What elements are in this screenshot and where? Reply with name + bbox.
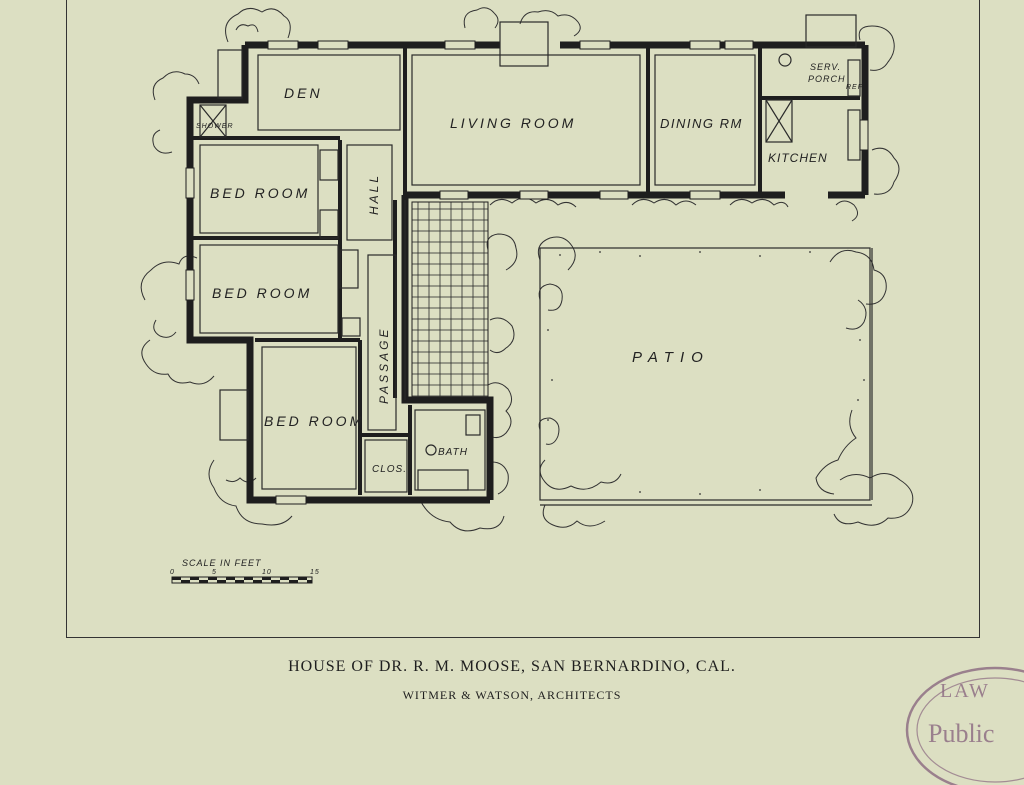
scale-tick-0: 0 <box>170 569 175 576</box>
label-passage: PASSAGE <box>377 327 391 404</box>
interior-walls <box>190 45 860 495</box>
label-patio: PATIO <box>632 349 710 366</box>
stamp-line2: Public <box>928 719 994 748</box>
scale-tick-5: 5 <box>212 569 217 576</box>
plan-caption-title: HOUSE OF DR. R. M. MOOSE, SAN BERNARDINO… <box>288 658 736 675</box>
label-dining-room: DINING RM <box>660 116 743 131</box>
label-ref: REF <box>846 84 863 91</box>
drawing-frame <box>66 0 980 638</box>
label-clos: CLOS. <box>372 464 407 475</box>
room-labels: DEN LIVING ROOM DINING RM KITCHEN SERV. … <box>196 62 863 475</box>
plan-caption-architects: WITMER & WATSON, ARCHITECTS <box>402 688 622 702</box>
label-bed-room-2: BED ROOM <box>212 285 312 301</box>
floor-plan: DEN LIVING ROOM DINING RM KITCHEN SERV. … <box>140 7 914 584</box>
label-porch: PORCH <box>808 74 846 84</box>
exterior-walls <box>186 41 869 504</box>
library-stamp: LAW Public <box>905 666 1024 785</box>
windows <box>185 40 869 505</box>
label-den: DEN <box>284 85 323 101</box>
label-hall: HALL <box>367 173 381 215</box>
scale-tick-15: 15 <box>310 569 320 576</box>
scale-bar: SCALE IN FEET 0 5 10 15 <box>170 558 320 584</box>
room-outlines <box>199 14 873 506</box>
label-shower: SHOWER <box>196 123 234 130</box>
scale-tick-10: 10 <box>262 569 272 576</box>
label-bath: BATH <box>438 447 468 458</box>
label-bed-room-3: BED ROOM <box>264 413 364 429</box>
label-kitchen: KITCHEN <box>768 151 828 165</box>
landscape-shrubs <box>140 7 914 532</box>
stamp-line1: LAW <box>940 680 990 702</box>
scale-label: SCALE IN FEET <box>182 558 262 568</box>
label-bed-room-1: BED ROOM <box>210 185 310 201</box>
label-serv: SERV. <box>810 62 841 72</box>
tiled-terrace <box>411 201 489 399</box>
label-living-room: LIVING ROOM <box>450 115 576 131</box>
patio-edge <box>547 251 865 495</box>
